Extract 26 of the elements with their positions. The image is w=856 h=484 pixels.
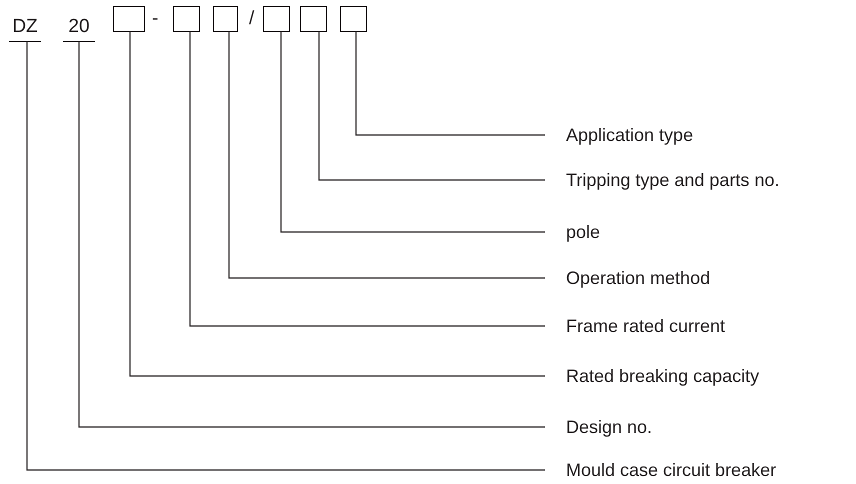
code-segment: DZ: [9, 14, 41, 42]
callout-label: Rated breaking capacity: [545, 362, 760, 390]
callout-label: Tripping type and parts no.: [545, 166, 780, 194]
leader-line: [228, 32, 545, 279]
code-placeholder-box: [300, 6, 327, 32]
code-segment: 20: [63, 14, 95, 42]
leader-line: [318, 32, 545, 181]
callout-label: Frame rated current: [545, 312, 726, 340]
code-placeholder-box: [173, 6, 200, 32]
callout-label: Application type: [545, 121, 694, 149]
separator-symbol: /: [249, 7, 254, 31]
leader-line: [129, 32, 545, 377]
leader-line: [26, 42, 545, 471]
leader-line: [78, 42, 545, 428]
leader-line: [355, 32, 545, 136]
code-placeholder-box: [213, 6, 238, 32]
code-placeholder-box: [263, 6, 290, 32]
callout-label: Mould case circuit breaker: [545, 456, 776, 484]
callout-label: Design no.: [545, 413, 652, 441]
callout-label: Operation method: [545, 264, 710, 292]
code-placeholder-box: [113, 6, 145, 32]
separator-symbol: -: [152, 7, 158, 31]
callout-label: pole: [545, 218, 600, 246]
leader-line: [189, 32, 545, 327]
code-placeholder-box: [340, 6, 367, 32]
leader-line: [280, 32, 545, 233]
